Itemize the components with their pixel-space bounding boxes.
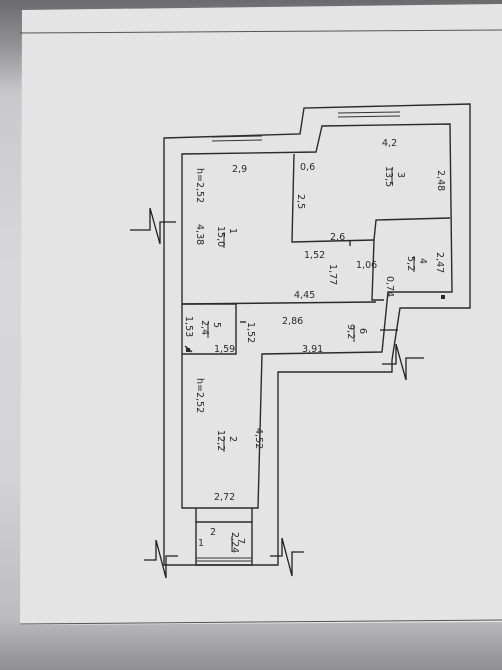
dim-0-6: 0,6 — [300, 162, 315, 173]
dim-2-48: 2,48 — [435, 170, 446, 191]
break-marker-right — [382, 343, 424, 381]
dim-1-52-a: 1,52 — [304, 250, 325, 261]
windows — [196, 111, 401, 562]
dim-4-45: 4,45 — [294, 290, 315, 301]
frame-top-line — [19, 29, 502, 34]
room-4-number: 4 — [417, 258, 428, 264]
room-3-area: 13,5 — [383, 166, 394, 187]
dim-2-6: 2,6 — [330, 232, 345, 243]
room-6-number: 6 — [357, 328, 368, 334]
room-7-link — [195, 508, 253, 522]
dim-1-06: 1,06 — [356, 260, 377, 271]
room-2-area: 12,2 — [215, 430, 226, 451]
dim-2-24: 2,24 — [229, 532, 240, 553]
dim-2-5: 2,5 — [295, 194, 306, 209]
dim-2-47: 2,47 — [434, 252, 445, 273]
dim-h-2-52-bottom: h=2,52 — [194, 378, 205, 413]
corner-mark-room-5 — [186, 348, 190, 352]
partition-1-3 — [291, 153, 375, 243]
room-6-area: 9,2 — [345, 324, 356, 339]
outer-wall — [163, 103, 471, 566]
dim-4-2: 4,2 — [382, 138, 397, 149]
partition-3-4 — [373, 217, 451, 241]
dim-2-72: 2,72 — [214, 492, 235, 503]
frame-bottom-line — [19, 619, 502, 625]
room-3-number: 3 — [395, 172, 406, 178]
room-label-fractions — [207, 168, 415, 552]
dim-1-77: 1,77 — [327, 264, 338, 285]
dim-2-small: 2 — [210, 527, 216, 538]
break-marker-bottom-right — [270, 537, 304, 577]
room-7-box — [195, 521, 253, 566]
dim-0-74: 0,74 — [384, 276, 395, 297]
dim-4-38: 4,38 — [194, 224, 205, 245]
break-marker-left — [130, 207, 176, 245]
room-2-number: 2 — [227, 436, 238, 442]
walls — [163, 103, 471, 566]
room-7-number: 7 — [235, 538, 246, 544]
dim-2-9: 2,9 — [232, 164, 247, 175]
room-1-area: 15,0 — [215, 226, 226, 247]
dim-1-52-b: 1,52 — [245, 322, 256, 343]
paper-sheet — [20, 4, 502, 625]
partition-4-6 — [371, 239, 384, 301]
room-5-number: 5 — [211, 322, 222, 328]
dim-1-59: 1,59 — [214, 344, 235, 355]
dim-1-small: 1 — [198, 538, 204, 549]
corner-mark-room-4 — [441, 295, 445, 299]
room-1-number: 1 — [227, 228, 238, 234]
room-4-area: 5,2 — [405, 256, 416, 271]
dim-2-86: 2,86 — [282, 316, 303, 327]
inner-wall — [181, 123, 453, 509]
dim-h-2-52-top: h=2,52 — [194, 168, 205, 203]
window-top-3 — [337, 111, 401, 114]
break-markers — [130, 207, 424, 579]
room-5-area: 2,4 — [199, 320, 210, 335]
window-top-1 — [211, 135, 263, 138]
dim-3-91: 3,91 — [302, 344, 323, 355]
dim-4-52: 4,52 — [253, 428, 264, 449]
dim-1-53: 1,53 — [183, 316, 194, 337]
partition-5 — [182, 303, 237, 355]
break-marker-bottom-left — [144, 539, 178, 579]
